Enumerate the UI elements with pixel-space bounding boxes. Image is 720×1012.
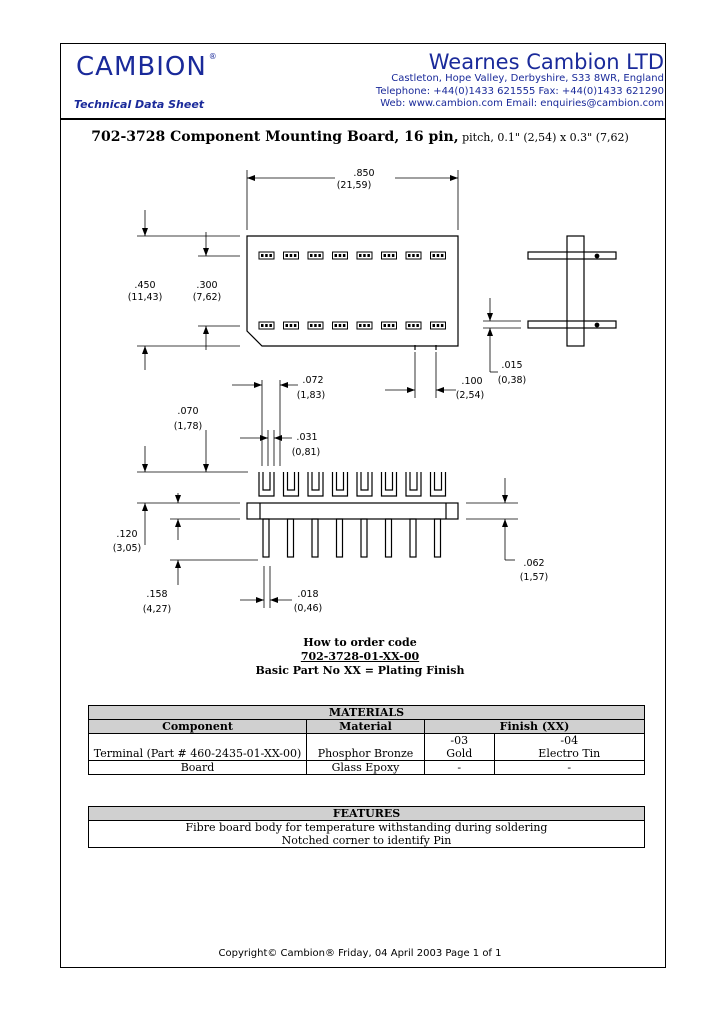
terminal-cup (356, 472, 373, 497)
solder-pad (356, 251, 373, 260)
cell-finish: - (424, 760, 495, 775)
materials-title: MATERIALS (88, 705, 645, 720)
page-frame (60, 43, 666, 968)
dim-072: .072 (302, 375, 323, 386)
col-finish: Finish (XX) (424, 719, 645, 734)
solder-pad (307, 251, 324, 260)
cell-material: Glass Epoxy (306, 760, 425, 775)
address-line: Castleton, Hope Valley, Derbyshire, S33 … (391, 73, 664, 84)
terminal-pin (433, 518, 442, 558)
dim-018-mm: (0,46) (294, 603, 323, 614)
dim-015-mm: (0,38) (498, 375, 527, 386)
board-side-lower (527, 320, 617, 329)
solder-pad (332, 321, 348, 330)
cell-material: Phosphor Bronze (306, 733, 425, 761)
document-type: Technical Data Sheet (74, 98, 205, 111)
dim-018: .018 (297, 589, 318, 600)
dim-120: .120 (116, 529, 137, 540)
dim-120-mm: (3,05) (113, 543, 142, 554)
table-row: Board Glass Epoxy - - (88, 760, 646, 775)
dim-100: .100 (461, 376, 482, 387)
solder-pad (381, 321, 397, 330)
dim-031-mm: (0,81) (292, 447, 321, 458)
terminal-cup (307, 472, 324, 497)
dim-062: .062 (523, 558, 544, 569)
order-heading: How to order code (303, 636, 417, 649)
dim-158: .158 (146, 589, 167, 600)
dim-015: .015 (501, 360, 522, 371)
terminal-pin (384, 518, 393, 558)
materials-table: MATERIALS Component Material Finish (XX)… (88, 705, 646, 775)
table-row: Terminal (Part # 460-2435-01-XX-00) Phos… (88, 733, 646, 761)
header-rule (60, 118, 666, 120)
dim-450-mm: (11,43) (128, 292, 163, 303)
col-component: Component (88, 719, 307, 734)
page-title: 702-3728 Component Mounting Board, 16 pi… (91, 129, 629, 145)
terminal-cup (258, 472, 275, 497)
dim-158-mm: (4,27) (143, 604, 172, 615)
dim-450: .450 (134, 280, 155, 291)
solder-pad (283, 321, 299, 330)
features-table: FEATURES Fibre board body for temperatur… (88, 806, 645, 848)
terminal-cup (282, 472, 300, 497)
terminal-cup (380, 472, 398, 497)
dim-850-mm: (21,59) (337, 180, 372, 191)
dim-100-mm: (2,54) (456, 390, 485, 401)
dim-072-mm: (1,83) (297, 390, 326, 401)
terminal-cup (405, 472, 422, 497)
solder-pad (430, 251, 446, 260)
terminal-side (566, 235, 585, 347)
company-name: Wearnes Cambion LTD (428, 50, 664, 74)
solder-pad (430, 321, 446, 330)
board-side-upper (527, 251, 617, 260)
page-footer: Copyright© Cambion® Friday, 04 April 200… (218, 948, 502, 959)
solder-pad (405, 321, 422, 330)
feature-item: Notched corner to identify Pin (88, 834, 645, 848)
terminal-pin (286, 518, 295, 558)
company-contact: Castleton, Hope Valley, Derbyshire, S33 … (376, 73, 664, 111)
terminal-pin (360, 518, 368, 558)
terminal-pin (311, 518, 319, 558)
solder-pad (381, 251, 397, 260)
col-material: Material (306, 719, 425, 734)
order-code: 702-3728-01-XX-00 (300, 650, 420, 663)
order-code-block: How to order code 702-3728-01-XX-00 Basi… (0, 636, 720, 678)
dim-300: .300 (196, 280, 217, 291)
feature-item: Fibre board body for temperature withsta… (88, 820, 645, 834)
dim-062-mm: (1,57) (520, 572, 549, 583)
terminal-cup (331, 472, 349, 497)
cell-component: Board (88, 760, 307, 775)
board-front-view (246, 502, 459, 520)
web-line: Web: www.cambion.com Email: enquiries@ca… (380, 98, 664, 109)
dim-300-mm: (7,62) (193, 292, 222, 303)
solder-pad (405, 251, 422, 260)
table-row: Gold Electro Tin (89, 747, 646, 761)
solder-pad (307, 321, 324, 330)
solder-pad (332, 251, 348, 260)
order-legend: Basic Part No XX = Plating Finish (255, 664, 465, 677)
dim-850: .850 (353, 168, 374, 179)
cell-finish-code: -03 (424, 733, 495, 747)
features-title: FEATURES (88, 806, 645, 821)
terminal-pin (335, 518, 344, 558)
dim-070: .070 (177, 406, 198, 417)
terminal-pin (262, 518, 270, 558)
cell-finish: Electro Tin (493, 747, 646, 761)
solder-pad (258, 251, 275, 260)
terminal-cup (429, 472, 447, 497)
cell-finish: - (493, 760, 646, 775)
dim-031: .031 (296, 432, 317, 443)
board-top-view (246, 235, 459, 347)
phone-line: Telephone: +44(0)1433 621555 Fax: +44(0)… (375, 85, 664, 97)
dim-070-mm: (1,78) (174, 421, 203, 432)
terminal-pin (409, 518, 417, 558)
cambion-logo: CAMBION® (76, 52, 218, 82)
cell-component: Terminal (Part # 460-2435-01-XX-00) (88, 733, 307, 761)
cell-finish: Gold (424, 747, 495, 761)
solder-pad (356, 321, 373, 330)
solder-pad (283, 251, 299, 260)
solder-pad (258, 321, 275, 330)
cell-finish-code: -04 (493, 733, 646, 747)
